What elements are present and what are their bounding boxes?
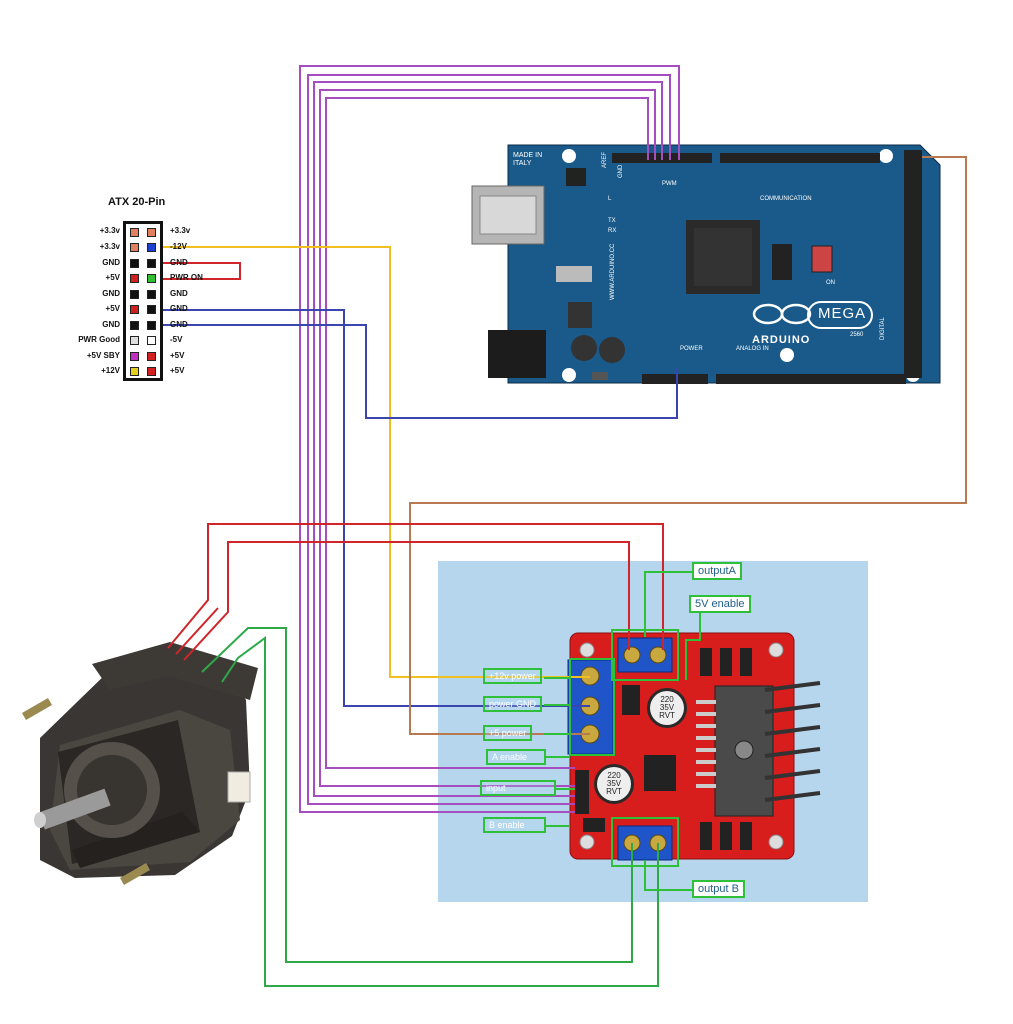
wires <box>157 65 967 987</box>
power-5v-label: +5 power <box>483 725 533 741</box>
atx-left-label: +3.3v <box>99 242 120 251</box>
arduino-rx-label: RX <box>608 228 617 234</box>
atx-right-label: GND <box>170 258 188 267</box>
atx-pin <box>130 305 139 314</box>
atx-pin <box>147 259 156 268</box>
atx-left-label: GND <box>102 289 120 298</box>
power-12v-label: +12v power <box>483 668 542 684</box>
atx-pin <box>130 321 139 330</box>
arduino-site-label: WWW.ARDUINO.CC <box>610 243 616 300</box>
atx-pin <box>130 228 139 237</box>
stepper-motor <box>22 642 258 885</box>
atx-pin <box>130 336 139 345</box>
capacitor-text-line: 35V <box>659 703 675 712</box>
atx-pin <box>130 274 139 283</box>
atx-pin <box>130 290 139 299</box>
arduino-mega-board <box>471 144 941 384</box>
atx-pin <box>147 243 156 252</box>
label-connectors <box>544 571 701 891</box>
atx-left-label: +5V <box>105 304 120 313</box>
atx-left-label: +5V <box>105 273 120 282</box>
atx-pin <box>130 352 139 361</box>
atx-right-label: +3.3v <box>170 226 191 235</box>
capacitor-text-line: RVT <box>659 711 675 720</box>
arduino-analog-in-label: ANALOG IN <box>736 346 769 352</box>
arduino-l-label: L <box>608 196 612 202</box>
atx-left-label: +3.3v <box>99 226 120 235</box>
arduino-brand-label: ARDUINO <box>752 334 811 346</box>
capacitor-text-line: RVT <box>606 787 622 796</box>
l298n-driver-board <box>567 632 821 861</box>
atx-pin <box>147 352 156 361</box>
atx-right-label: -12V <box>170 242 187 251</box>
atx-left-label: +5V SBY <box>86 351 120 360</box>
arduino-power-label: POWER <box>680 346 703 352</box>
arduino-tx-label: TX <box>608 218 616 224</box>
atx-title: ATX 20-Pin <box>108 196 166 208</box>
capacitor-text-line: 220 <box>660 695 674 704</box>
arduino-model-number: 2560 <box>850 332 864 338</box>
output-a-label: outputA <box>692 562 742 580</box>
arduino-model-label: MEGA <box>818 305 867 322</box>
atx-pin <box>147 367 156 376</box>
atx-pin <box>147 321 156 330</box>
enable-5v-label: 5V enable <box>689 595 751 613</box>
atx-left-label: PWR Good <box>78 335 120 344</box>
atx-left-label: GND <box>102 258 120 267</box>
atx-pin <box>130 367 139 376</box>
capacitor-text-line: 35V <box>606 779 622 788</box>
output-b-label: output B <box>692 880 745 898</box>
atx-pin <box>147 336 156 345</box>
atx-right-label: PWR ON <box>170 273 203 282</box>
input-label: input <box>480 780 556 796</box>
atx-pin <box>147 274 156 283</box>
a-enable-label: A enable <box>486 749 546 765</box>
arduino-made-in-label: MADE IN ITALY <box>513 152 543 167</box>
atx-right-label: GND <box>170 289 188 298</box>
atx-right-label: +5V <box>170 351 185 360</box>
arduino-digital-label: DIGITAL <box>880 317 886 340</box>
atx-right-label: GND <box>170 320 188 329</box>
atx-right-label: GND <box>170 304 188 313</box>
atx-connector <box>123 221 163 381</box>
capacitor-text-line: 220 <box>607 771 621 780</box>
arduino-aref-label: AREF <box>602 151 608 168</box>
capacitor-top-text: 220 35V RVT <box>656 696 678 720</box>
atx-pin <box>130 243 139 252</box>
power-gnd-label: power GND <box>483 696 543 712</box>
arduino-on-label: ON <box>826 280 835 286</box>
arduino-communication-label: COMMUNICATION <box>760 196 812 202</box>
atx-right-label: +5V <box>170 366 185 375</box>
atx-pin <box>130 259 139 268</box>
b-enable-label: B enable <box>483 817 546 833</box>
atx-pin <box>147 228 156 237</box>
atx-pin <box>147 305 156 314</box>
capacitor-bottom-text: 220 35V RVT <box>603 772 625 796</box>
atx-pin <box>147 290 156 299</box>
arduino-gnd-label: GND <box>618 164 624 178</box>
arduino-pwm-label: PWM <box>662 181 677 187</box>
atx-left-label: GND <box>102 320 120 329</box>
atx-left-label: +12V <box>101 366 120 375</box>
atx-right-label: -5V <box>170 335 183 344</box>
